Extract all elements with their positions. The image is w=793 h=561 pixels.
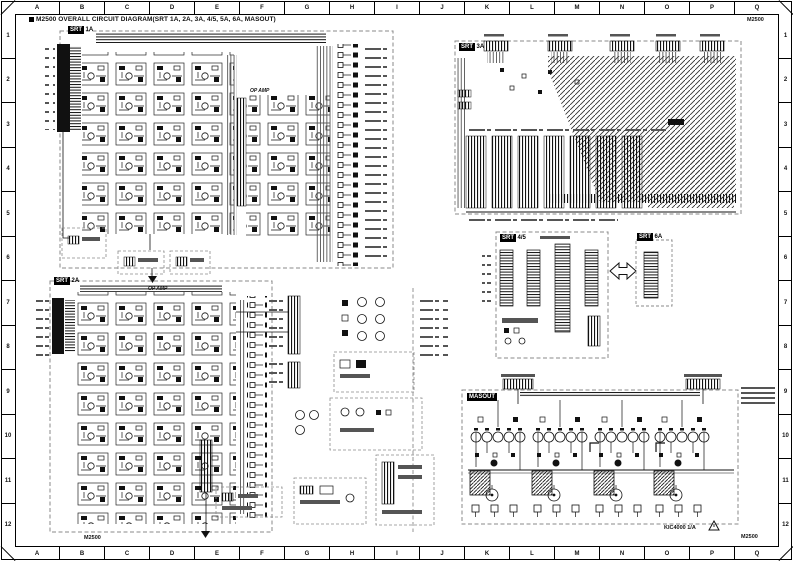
ruler-column-cell: I bbox=[374, 547, 419, 560]
block-label-masout: MASOUT bbox=[467, 393, 497, 401]
ruler-row-cell: 6 bbox=[779, 235, 792, 281]
svg-text:OP AMP: OP AMP bbox=[250, 88, 270, 94]
ruler-column-cell: C bbox=[104, 1, 149, 14]
ruler-row-cell: 10 bbox=[779, 413, 792, 459]
block-srt1a-circuitry: OP AMP bbox=[44, 30, 394, 269]
ruler-column-cell: I bbox=[374, 1, 419, 14]
ruler-row-cell: 3 bbox=[1, 102, 15, 147]
block-srt3a-circuitry bbox=[454, 34, 742, 223]
ruler-column-cell: A bbox=[34, 4, 40, 11]
drawing-frame bbox=[15, 14, 779, 547]
ruler-column-cell: K bbox=[464, 1, 509, 14]
model-code-bottom-right: M2500 bbox=[741, 534, 758, 540]
ruler-row-cell: 5 bbox=[779, 191, 792, 236]
ruler-row-cell: 4 bbox=[1, 146, 15, 192]
ruler-column-cell: M bbox=[554, 1, 599, 14]
ruler-column-cell: A bbox=[34, 550, 40, 557]
ruler-row-cell: 11 bbox=[779, 458, 792, 503]
block-label-srt3a: SRT 3A bbox=[459, 43, 485, 51]
ruler-row-cell: 3 bbox=[779, 102, 792, 147]
block-label-srt2a: SRT 2A bbox=[54, 277, 80, 285]
ruler-row-cell: 9 bbox=[779, 369, 792, 414]
ruler-column-cell: P bbox=[689, 1, 734, 14]
ruler-column-cell: G bbox=[284, 1, 329, 14]
title-bullet-icon bbox=[29, 17, 34, 22]
ruler-column-cell: C bbox=[104, 547, 149, 560]
ruler-column-cell: P bbox=[689, 547, 734, 560]
ruler-column-cell: H bbox=[329, 1, 374, 14]
ruler-column-cell: O bbox=[644, 1, 689, 14]
ruler-column-cell: B bbox=[59, 547, 104, 560]
ruler-row-cell: 12 bbox=[779, 502, 792, 548]
ruler-row-cell: 6 bbox=[1, 235, 15, 281]
svg-text:KIC4000 1/A: KIC4000 1/A bbox=[664, 525, 696, 531]
model-code-bottom-left: M2500 bbox=[84, 535, 101, 541]
ruler-column-cell: N bbox=[599, 1, 644, 14]
ruler-row-cell: 2 bbox=[1, 57, 15, 103]
ruler-column-cell: M bbox=[554, 547, 599, 560]
ruler-row-cell: 7 bbox=[1, 280, 15, 325]
ruler-column-cell: J bbox=[419, 547, 464, 560]
ruler-row-cell: 10 bbox=[1, 413, 15, 459]
ruler-row-cell: 8 bbox=[779, 324, 792, 370]
ruler-row-cell: 2 bbox=[779, 57, 792, 103]
ruler-column-cell: L bbox=[509, 547, 554, 560]
ruler-column-cell: E bbox=[194, 1, 239, 14]
block-srt45-circuitry bbox=[482, 231, 673, 359]
ruler-row-cell: 1 bbox=[783, 32, 788, 39]
ruler-row-cell: 9 bbox=[1, 369, 15, 414]
ruler-column-cell: K bbox=[464, 547, 509, 560]
ruler-column-cell: D bbox=[149, 547, 194, 560]
ruler-column-cell: D bbox=[149, 1, 194, 14]
ruler-column-cell: Q bbox=[734, 547, 779, 560]
model-code-top-right: M2500 bbox=[747, 17, 764, 23]
ruler-row-cell: 8 bbox=[1, 324, 15, 370]
sheet-title: M2500 OVERALL CIRCUIT DIAGRAM(SRT 1A, 2A… bbox=[29, 16, 276, 23]
ruler-column-cell: E bbox=[194, 547, 239, 560]
ruler-column-cell: G bbox=[284, 547, 329, 560]
ruler-column-cell: F bbox=[239, 1, 284, 14]
ruler-row-cell: 4 bbox=[779, 146, 792, 192]
ruler-column-cell: H bbox=[329, 547, 374, 560]
block-label-srt45: SRT 4/5 bbox=[500, 234, 526, 242]
ruler-row-cell: 1 bbox=[6, 32, 10, 39]
svg-text:OP AMP: OP AMP bbox=[148, 286, 168, 292]
ruler-row-cell: 5 bbox=[1, 191, 15, 236]
ruler-column-cell: N bbox=[599, 547, 644, 560]
ruler-column-cell: L bbox=[509, 1, 554, 14]
ruler-column-cell: F bbox=[239, 547, 284, 560]
block-masout-circuitry: KIC4000 1/A bbox=[461, 374, 775, 531]
ruler-column-cell: Q bbox=[734, 1, 779, 14]
ruler-row-cell: 12 bbox=[1, 502, 15, 548]
block-srt2a-circuitry: OP AMP bbox=[36, 280, 273, 533]
block-label-srt1a: SRT 1A bbox=[68, 26, 94, 34]
center-misc-circuitry bbox=[199, 288, 448, 538]
sheet-title-text: M2500 OVERALL CIRCUIT DIAGRAM(SRT 1A, 2A… bbox=[36, 16, 276, 23]
block-label-srt6a: SRT 6A bbox=[637, 233, 663, 241]
ruler-column-cell: J bbox=[419, 1, 464, 14]
ruler-row-cell: 7 bbox=[779, 280, 792, 325]
ruler-column-cell: O bbox=[644, 547, 689, 560]
power-link-circuitry bbox=[117, 250, 211, 283]
ruler-column-cell: B bbox=[59, 1, 104, 14]
ruler-row-cell: 11 bbox=[1, 458, 15, 503]
